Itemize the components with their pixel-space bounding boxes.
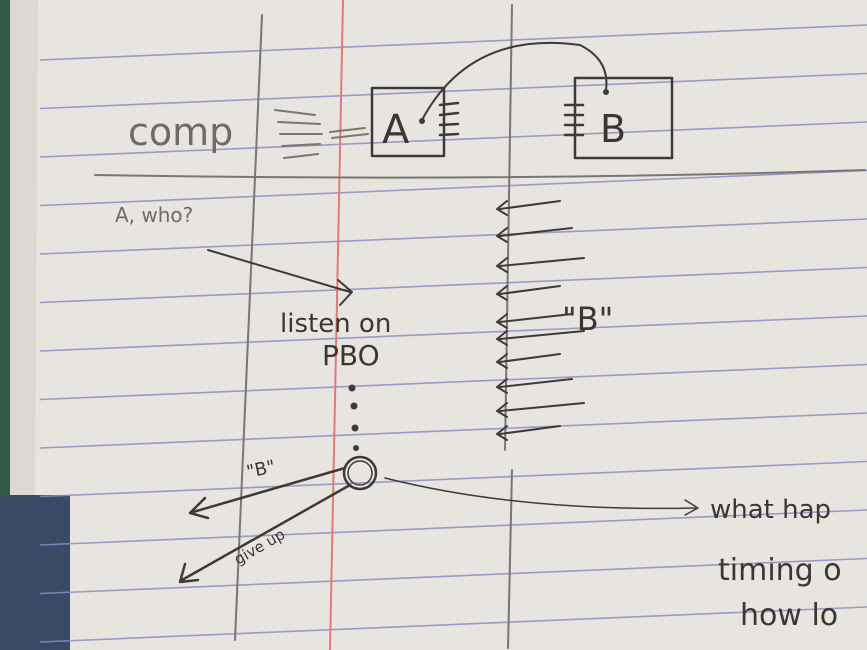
listen-text: listen on — [280, 309, 391, 339]
incoming-arrows — [496, 200, 585, 441]
component-a-label: A — [382, 107, 410, 153]
rule-line — [39, 266, 867, 304]
state-node-inner — [347, 460, 373, 486]
state-node — [342, 455, 378, 491]
connection-curve — [421, 41, 608, 121]
incoming-arrow — [496, 257, 585, 273]
rule-line — [39, 24, 867, 61]
rule-line — [39, 557, 867, 595]
branch-b-arrow — [188, 466, 347, 520]
pencil-column-line — [507, 469, 513, 649]
incoming-label: "B" — [562, 300, 613, 338]
wire-lines-icon — [274, 109, 369, 159]
pins-a-icon — [438, 101, 460, 137]
rule-line — [39, 363, 867, 401]
incoming-arrow — [496, 200, 561, 216]
incoming-arrow — [496, 378, 573, 394]
rule-line — [39, 412, 867, 449]
connection-dot — [419, 118, 425, 124]
note-line: timing o — [718, 553, 842, 588]
rule-line — [39, 121, 867, 158]
incoming-arrow — [496, 313, 573, 329]
incoming-arrow — [496, 285, 561, 301]
incoming-arrow — [496, 330, 585, 346]
rule-line — [39, 509, 867, 546]
section-divider — [94, 169, 866, 179]
ellipsis-dots — [348, 384, 359, 451]
component-box-b — [573, 76, 674, 160]
arrow-to-listen — [207, 249, 353, 306]
incoming-arrow — [496, 425, 561, 441]
rule-line — [39, 169, 867, 207]
note-line: what hap — [710, 495, 831, 525]
incoming-arrow — [496, 227, 573, 243]
rule-lines — [39, 24, 867, 643]
margin-line — [329, 0, 344, 650]
rule-line — [39, 218, 867, 255]
rule-line — [39, 315, 867, 352]
connection-dot — [603, 89, 609, 95]
pencil-column-line — [504, 4, 513, 451]
question-text: A, who? — [115, 203, 193, 227]
rule-line — [39, 606, 867, 643]
incoming-arrow — [496, 353, 561, 369]
arrow-to-notes — [384, 477, 699, 516]
pbo-text: PBO — [322, 339, 380, 372]
component-b-label: B — [600, 107, 626, 151]
folder — [0, 495, 75, 650]
rule-line — [39, 460, 867, 498]
incoming-arrow — [496, 402, 585, 418]
rule-line — [39, 72, 867, 110]
pencil-column-line — [234, 14, 263, 641]
branch-giveup-arrow — [178, 483, 352, 584]
pins-b-icon — [563, 103, 585, 137]
comp-label: comp — [128, 110, 233, 154]
component-box-a — [370, 86, 446, 158]
note-line: how lo — [740, 598, 838, 633]
